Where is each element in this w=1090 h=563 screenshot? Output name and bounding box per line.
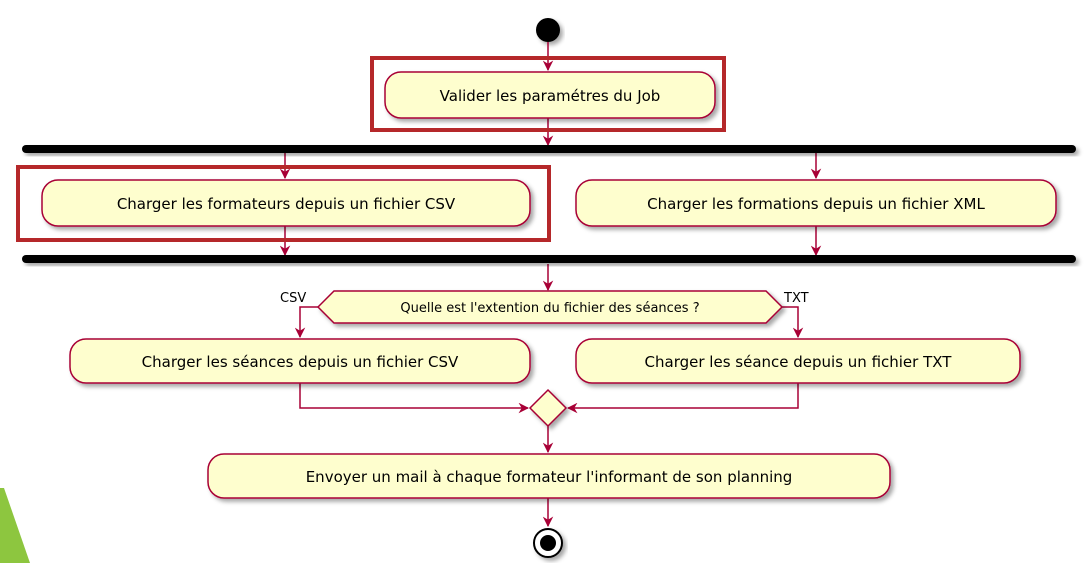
activity-validate: Valider les paramétres du Job: [384, 71, 716, 119]
highlight-frame-validate: [370, 56, 726, 132]
activity-load-sessions-csv: Charger les séances depuis un fichier CS…: [69, 338, 531, 384]
activity-load-trainers: Charger les formateurs depuis un fichier…: [41, 179, 531, 227]
end-node: [533, 528, 563, 558]
activity-load-trainings: Charger les formations depuis un fichier…: [575, 179, 1057, 227]
merge-node: [528, 388, 568, 428]
decorative-green-slant: [0, 488, 30, 563]
activity-send-mail-label: Envoyer un mail à chaque formateur l'inf…: [306, 468, 793, 486]
connectors: [279, 42, 822, 528]
activity-load-sessions-csv-label: Charger les séances depuis un fichier CS…: [142, 353, 459, 371]
activity-load-trainings-label: Charger les formations depuis un fichier…: [647, 195, 985, 213]
highlight-frame-load-trainers: [16, 165, 551, 242]
branch-label-csv: CSV: [280, 291, 306, 306]
decision-file-extension: Quelle est l'extention du fichier des sé…: [316, 290, 784, 324]
activity-send-mail: Envoyer un mail à chaque formateur l'inf…: [207, 453, 891, 499]
start-node: [536, 18, 560, 42]
activity-load-sessions-txt-label: Charger les séance depuis un fichier TXT: [645, 353, 953, 371]
join-bar: [22, 255, 1076, 263]
decision-question: Quelle est l'extention du fichier des sé…: [400, 301, 699, 316]
activity-load-sessions-txt: Charger les séance depuis un fichier TXT: [575, 338, 1021, 384]
activity-validate-label: Valider les paramétres du Job: [440, 87, 661, 105]
activity-load-trainers-label: Charger les formateurs depuis un fichier…: [117, 195, 456, 213]
fork-bar: [22, 145, 1076, 153]
branch-label-txt: TXT: [783, 291, 809, 306]
